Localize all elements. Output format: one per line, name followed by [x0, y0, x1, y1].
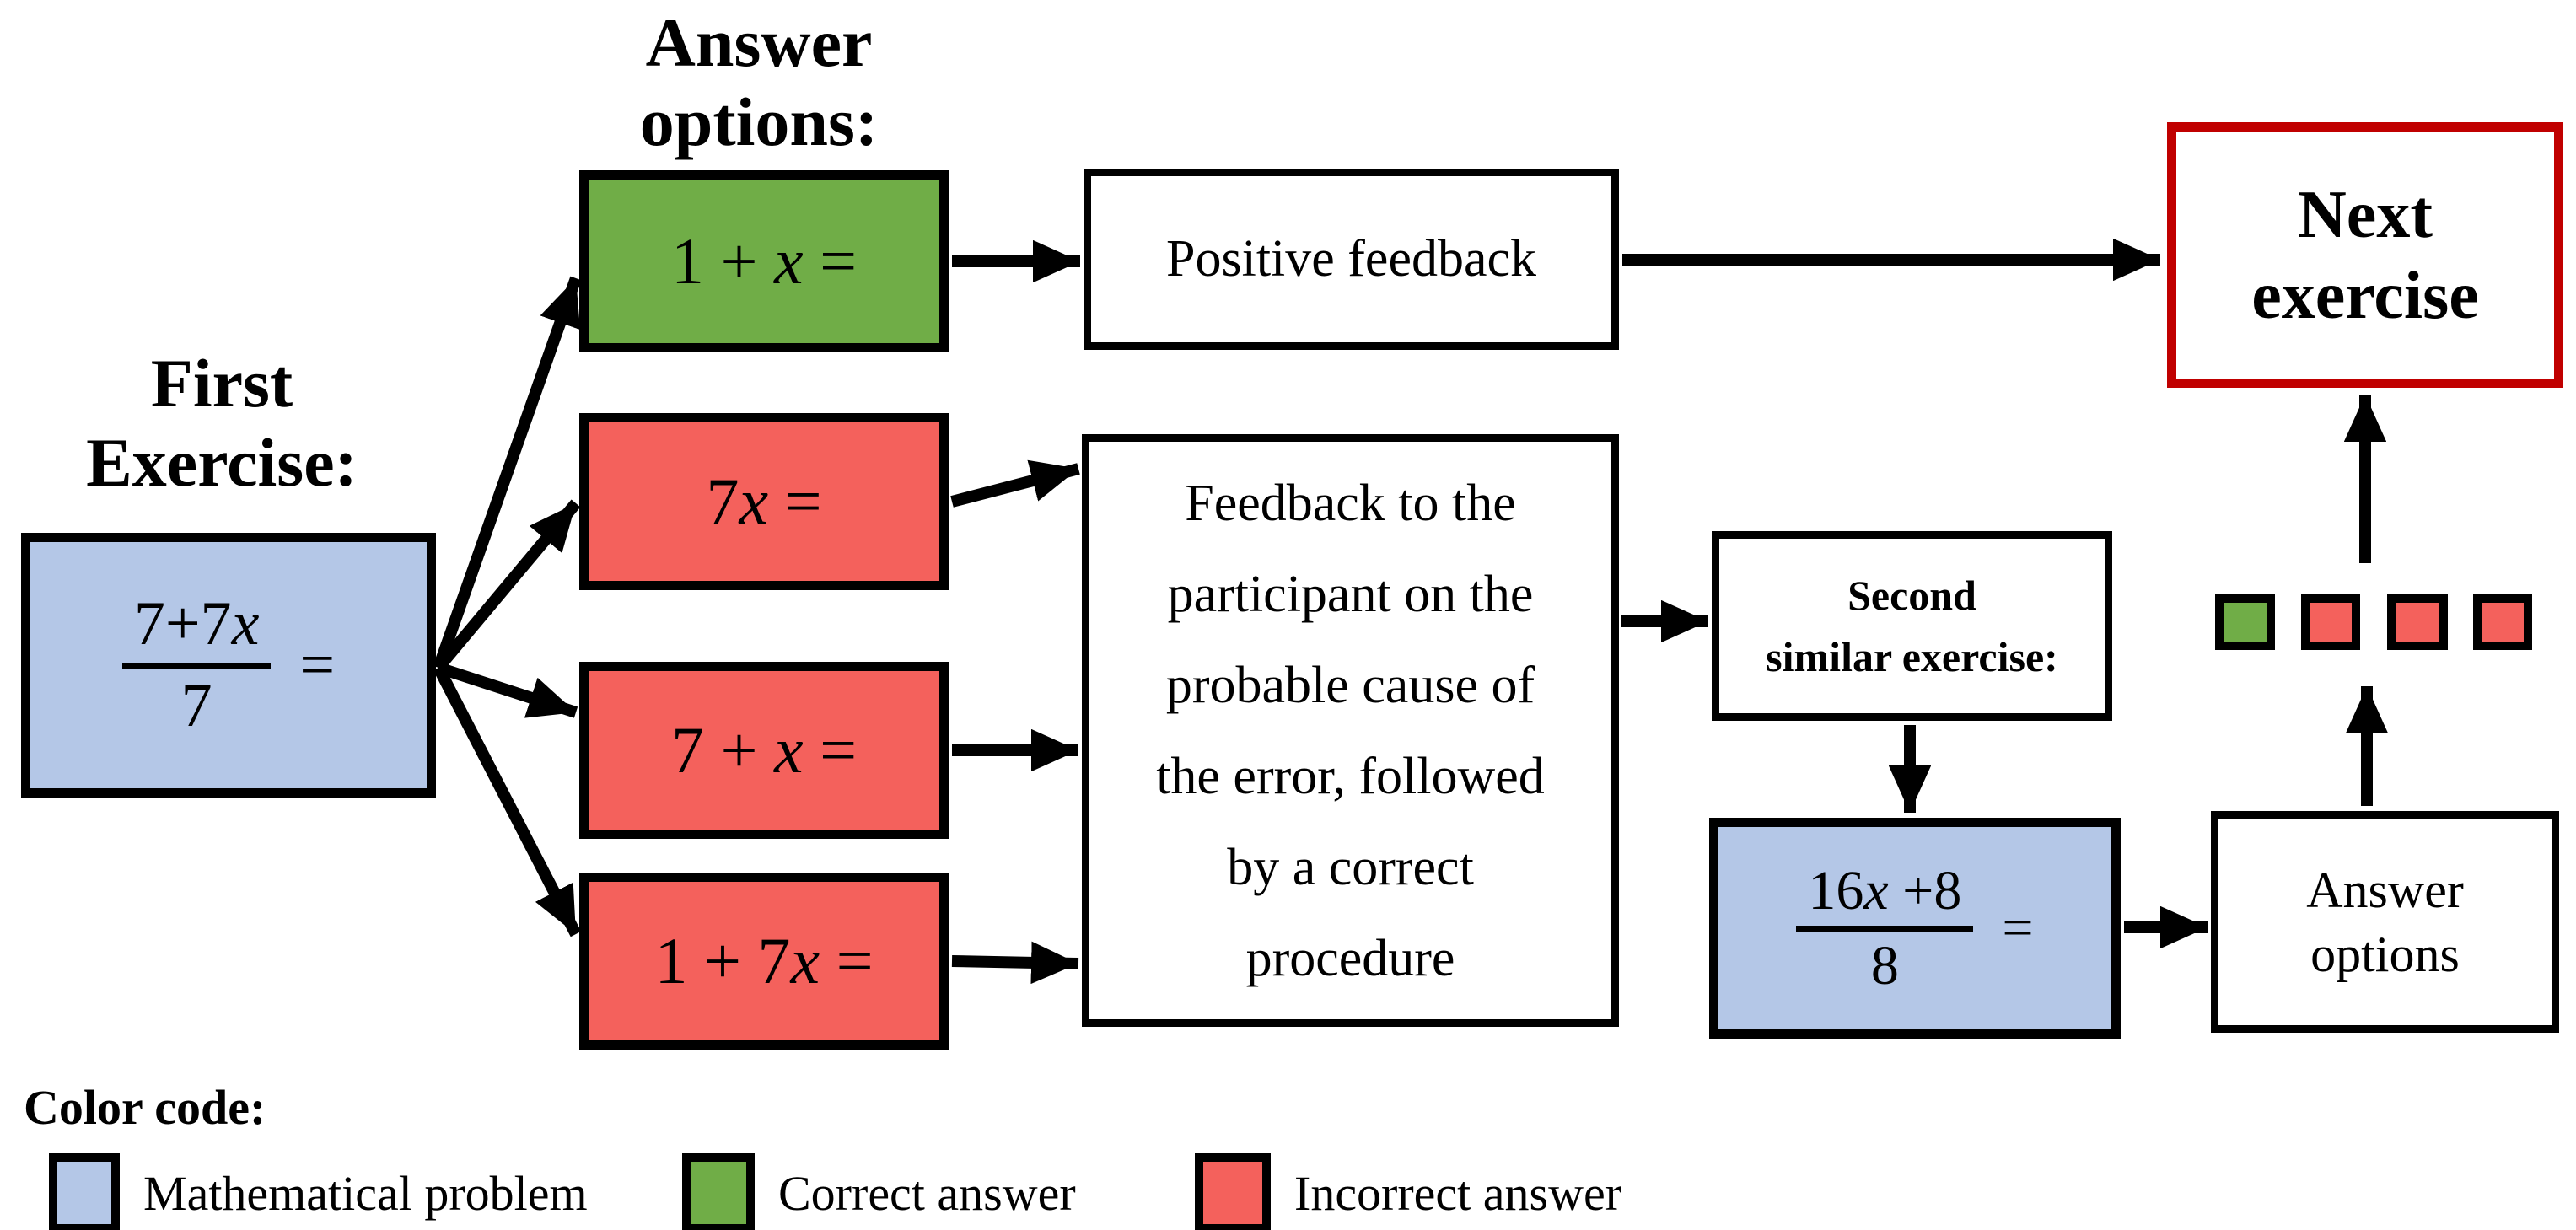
- arrow-problem-to-wrong1: [433, 499, 581, 672]
- error-feedback-box: Feedback to the participant on the proba…: [1082, 434, 1619, 1027]
- positive-feedback-label: Positive feedback: [1165, 230, 1537, 287]
- legend-swatch-correct: [682, 1153, 755, 1230]
- legend-item-problem: Mathematical problem: [49, 1153, 588, 1230]
- option-wrong1-label: 7x =: [706, 465, 822, 538]
- legend-swatch-problem: [49, 1153, 120, 1230]
- next-exercise-box: Next exercise: [2167, 122, 2563, 388]
- second-problem-expression: 16x +8 8 =: [1796, 860, 2034, 996]
- answer-options-box-line2: options: [2310, 926, 2460, 982]
- first-problem-numerator: 7+7x: [133, 588, 260, 658]
- result-square-incorrect-2: [2387, 594, 2448, 650]
- fraction-bar: [1796, 925, 1974, 932]
- answer-options-box-line1: Answer: [2306, 862, 2464, 918]
- legend-item-correct: Correct answer: [682, 1153, 1076, 1230]
- arrow-problem-to-wrong3: [433, 664, 582, 937]
- first-problem-denominator: 7: [180, 670, 212, 740]
- first-exercise-label-line1: First: [150, 345, 293, 422]
- first-exercise-label-line2: Exercise:: [86, 424, 358, 501]
- option-wrong3-label: 1 + 7x =: [654, 924, 874, 997]
- error-feedback-line4: the error, followed: [1156, 747, 1545, 805]
- arrow-problem-to-correct: [433, 276, 582, 670]
- legend-item-incorrect: Incorrect answer: [1195, 1153, 1621, 1230]
- first-exercise-label: First Exercise:: [86, 344, 358, 502]
- result-square-correct: [2215, 594, 2275, 650]
- option-wrong2-label: 7 + x =: [670, 713, 858, 787]
- second-problem-numerator: 16x +8: [1808, 860, 1962, 922]
- option-wrong2-box: 7 + x =: [579, 662, 949, 839]
- result-square-incorrect-1: [2301, 594, 2360, 650]
- first-problem-equals: =: [299, 630, 336, 700]
- error-feedback-line5: by a correct: [1227, 838, 1474, 896]
- option-correct-box: 1 + x =: [579, 170, 949, 352]
- second-problem-equals: =: [2002, 897, 2034, 959]
- next-exercise-line1: Next: [2298, 177, 2433, 252]
- arrow-problem-to-wrong2: [436, 662, 578, 718]
- fraction-bar: [121, 662, 272, 669]
- arrow-wrong1-to-feedback: [950, 459, 1080, 508]
- first-problem-fraction: 7+7x 7: [121, 588, 272, 740]
- positive-feedback-box: Positive feedback: [1084, 169, 1619, 350]
- second-exercise-line1: Second: [1847, 571, 1976, 619]
- legend-label-correct: Correct answer: [778, 1165, 1076, 1221]
- answer-options-heading: Answer options:: [640, 3, 879, 162]
- legend-label-problem: Mathematical problem: [143, 1165, 588, 1221]
- arrow-wrong3-to-feedback: [951, 941, 1079, 985]
- second-problem-fraction: 16x +8 8: [1796, 860, 1974, 996]
- answer-options-heading-line1: Answer: [645, 4, 873, 81]
- option-wrong3-box: 1 + 7x =: [579, 873, 949, 1050]
- second-problem-denominator: 8: [1870, 934, 1899, 996]
- error-feedback-line3: probable cause of: [1165, 656, 1535, 714]
- second-exercise-box: Second similar exercise:: [1712, 531, 2112, 721]
- first-problem-expression: 7+7x 7 =: [121, 588, 336, 740]
- option-wrong1-box: 7x =: [579, 413, 949, 590]
- legend-swatch-incorrect: [1195, 1153, 1271, 1230]
- answer-options-box: Answer options: [2211, 811, 2559, 1033]
- result-square-incorrect-3: [2473, 594, 2532, 650]
- next-exercise-line2: exercise: [2251, 258, 2479, 333]
- legend-title: Color code:: [24, 1080, 266, 1135]
- second-problem-box: 16x +8 8 =: [1709, 818, 2121, 1039]
- option-correct-label: 1 + x =: [670, 224, 858, 298]
- error-feedback-line1: Feedback to the: [1185, 474, 1516, 532]
- first-problem-box: 7+7x 7 =: [21, 533, 436, 798]
- legend-label-incorrect: Incorrect answer: [1294, 1165, 1622, 1221]
- second-exercise-line2: similar exercise:: [1766, 632, 2058, 680]
- answer-options-heading-line2: options:: [639, 83, 879, 160]
- error-feedback-line2: participant on the: [1167, 565, 1534, 623]
- error-feedback-line6: procedure: [1245, 929, 1455, 987]
